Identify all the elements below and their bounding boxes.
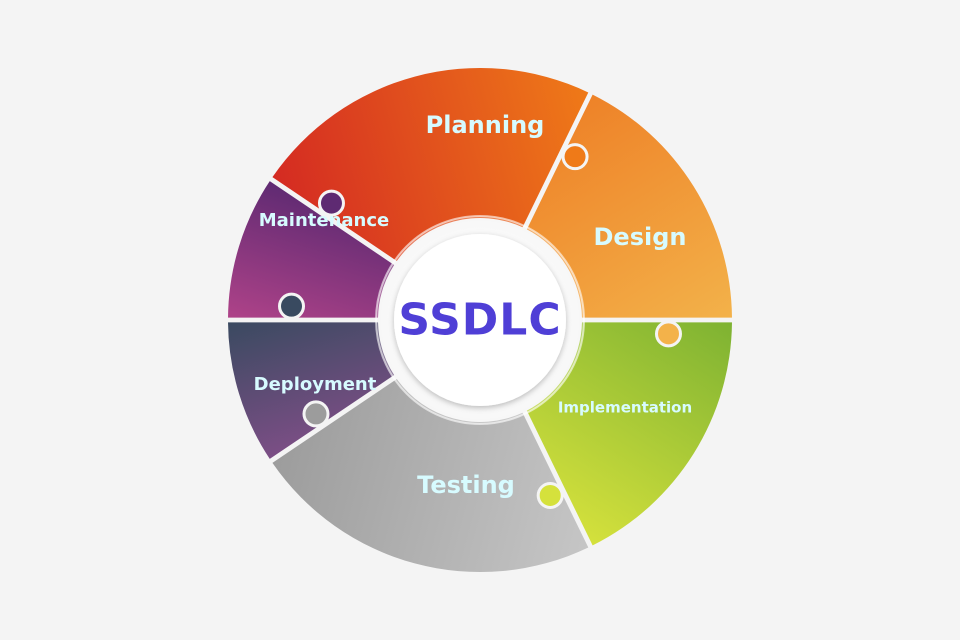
label-planning: Planning bbox=[426, 111, 545, 139]
puzzle-knob-design bbox=[654, 320, 682, 348]
segment-maintenance bbox=[228, 181, 395, 318]
segment-labels: Planning Design Implementation Testing D… bbox=[254, 111, 693, 499]
center-label: SSDLC bbox=[398, 295, 561, 346]
puzzle-knob-deployment bbox=[278, 292, 306, 320]
label-testing: Testing bbox=[417, 471, 515, 499]
segment-testing bbox=[272, 379, 589, 572]
label-implementation: Implementation bbox=[558, 399, 692, 417]
puzzle-knob-implementation bbox=[536, 481, 564, 509]
segment-planning bbox=[272, 67, 589, 261]
puzzle-knobs bbox=[278, 143, 682, 509]
label-maintenance: Maintenance bbox=[259, 210, 390, 231]
puzzle-knob-planning bbox=[561, 143, 589, 171]
segment-deployment bbox=[228, 322, 395, 459]
label-design: Design bbox=[594, 223, 687, 251]
center-hub bbox=[394, 234, 566, 406]
puzzle-knob-testing bbox=[302, 400, 330, 428]
label-deployment: Deployment bbox=[254, 374, 377, 395]
puzzle-knob-maintenance bbox=[317, 189, 345, 217]
segment-implementation bbox=[526, 322, 732, 546]
